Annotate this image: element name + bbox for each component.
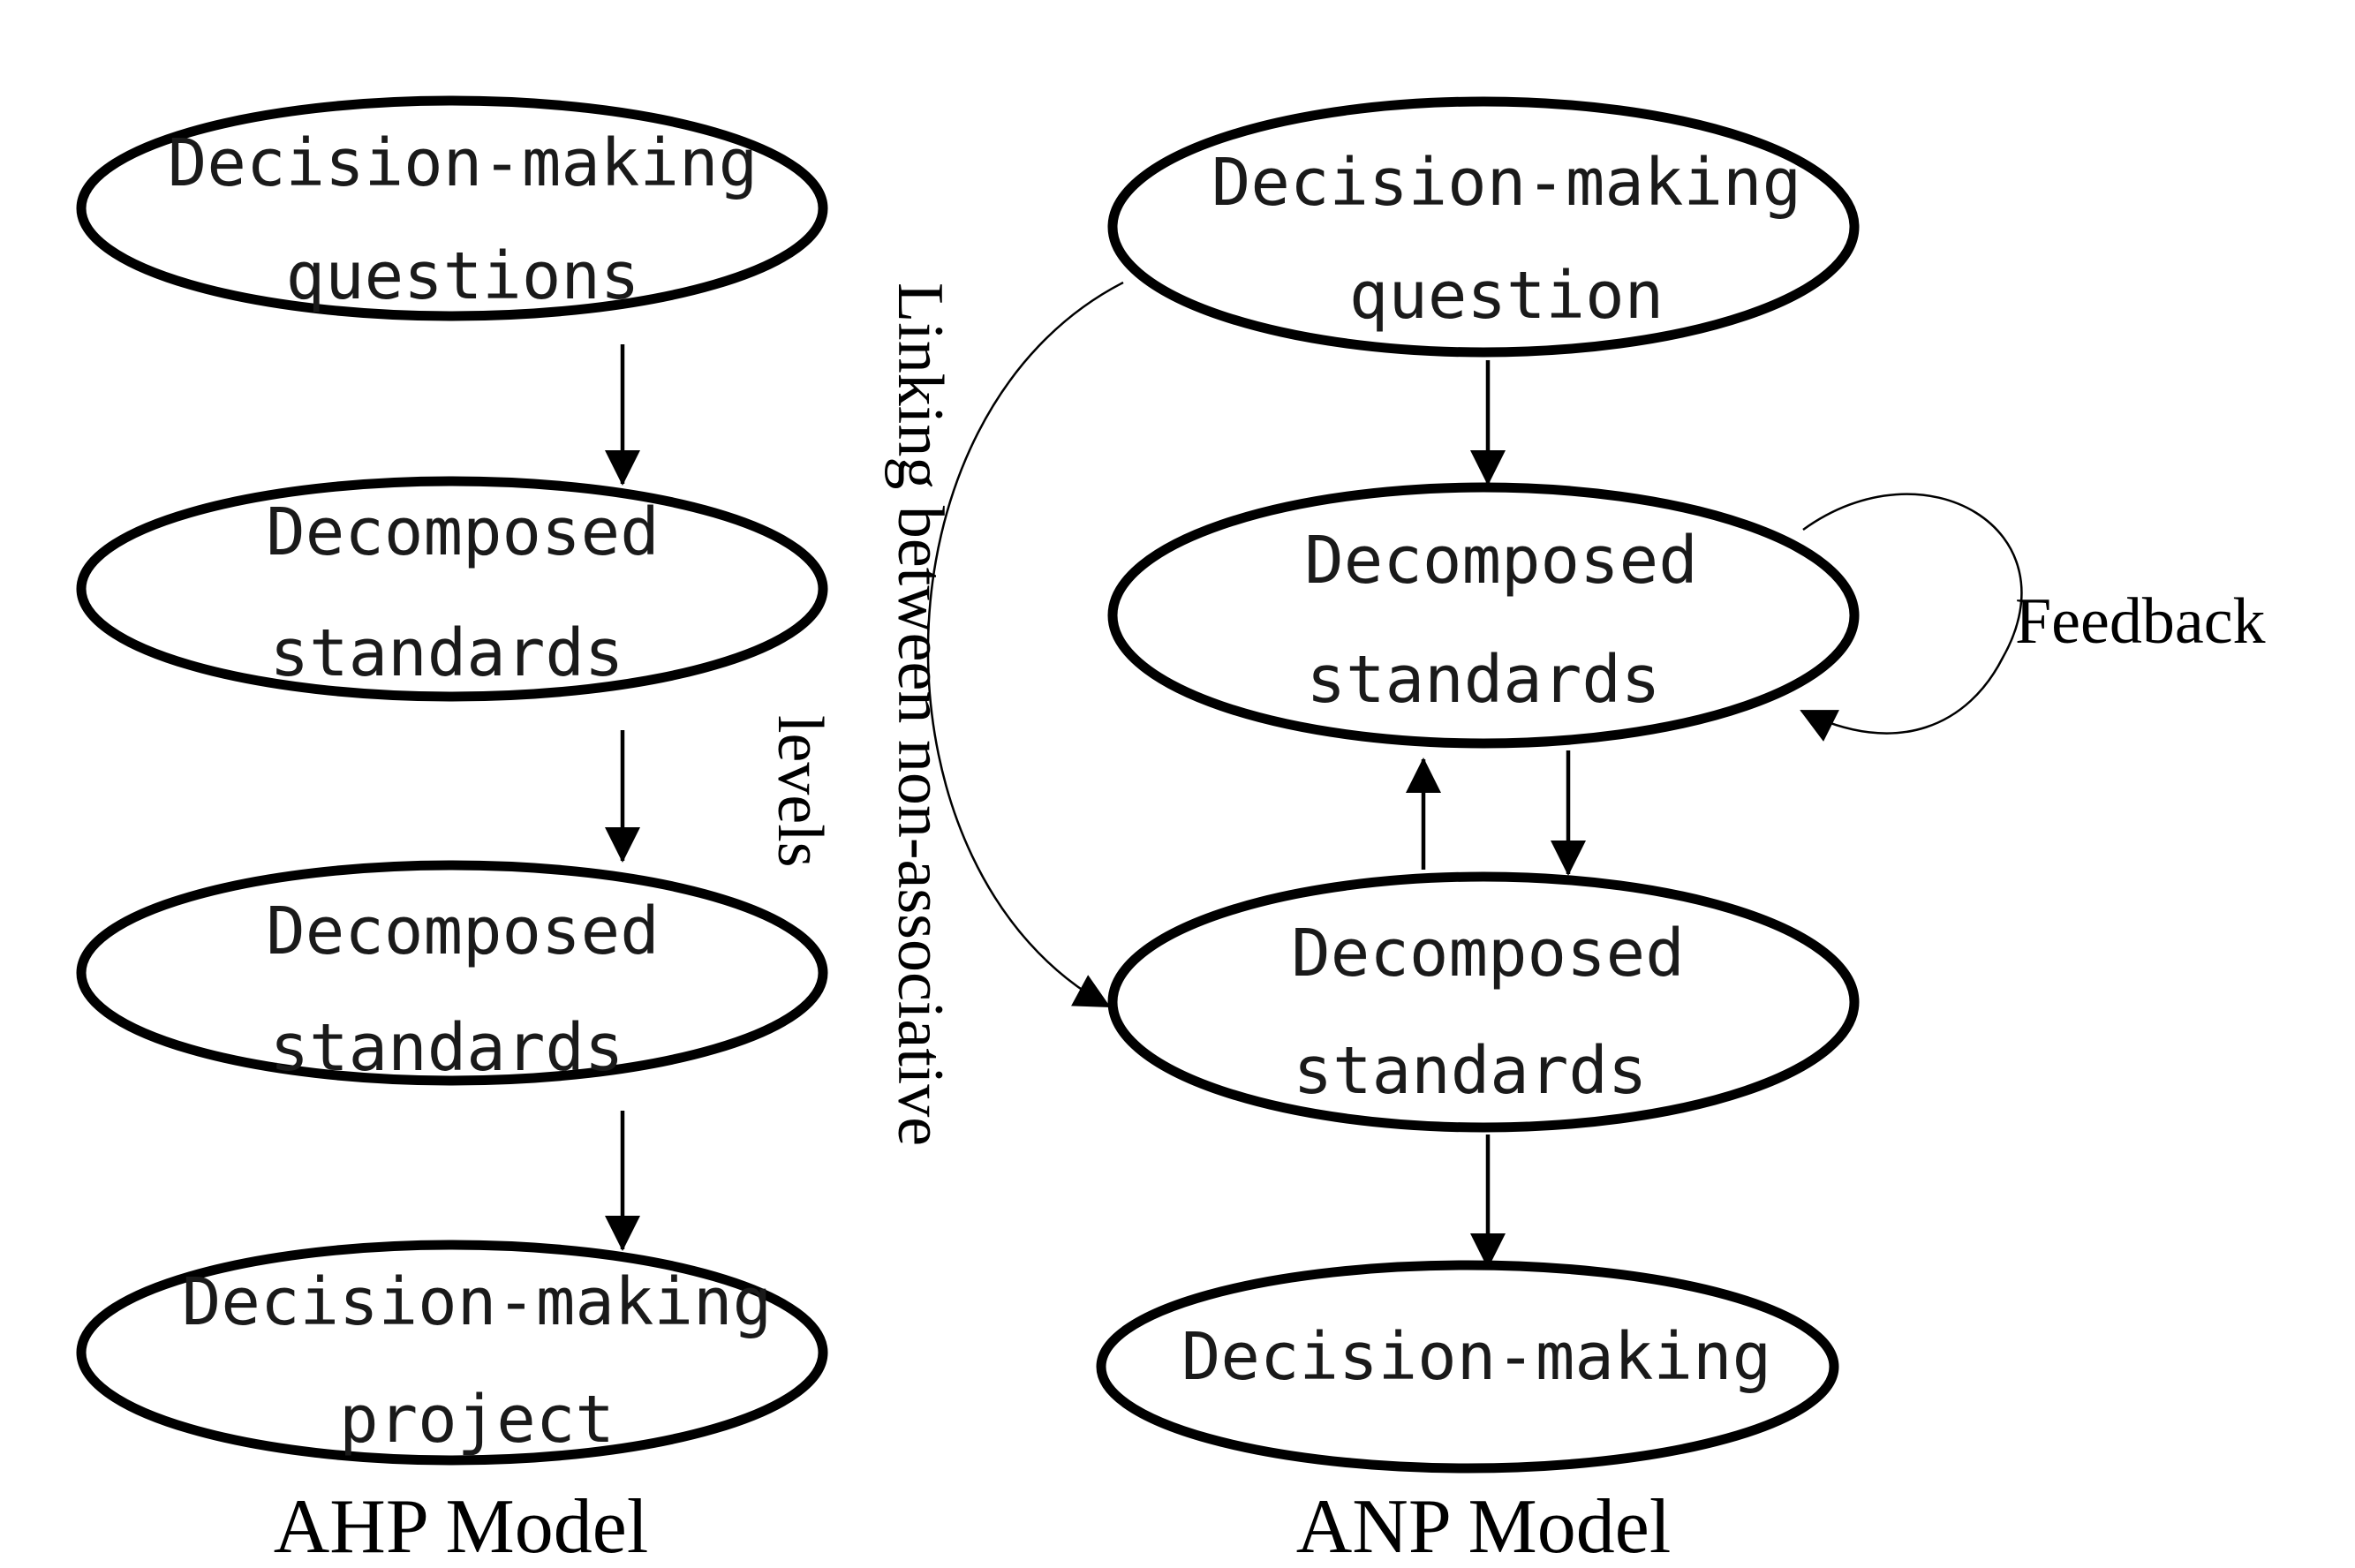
anp-node-1-line1: Decision-making <box>1211 145 1801 221</box>
ahp-node-decision-questions: Decision-making questions <box>76 95 828 321</box>
anp-node-2-ellipse <box>1107 482 1860 749</box>
linking-label-line2: levels <box>764 715 836 868</box>
anp-node-4-ellipse <box>1096 1260 1839 1474</box>
anp-node-2-line1: Decomposed <box>1304 523 1698 599</box>
anp-node-decomposed-standards-1: Decomposed standards <box>1107 482 1860 749</box>
ahp-node-1-line1: Decision-making <box>168 125 758 201</box>
anp-node-3-ellipse <box>1107 871 1860 1133</box>
anp-node-3-line2: standards <box>1294 1033 1648 1109</box>
anp-node-3-line1: Decomposed <box>1291 916 1685 991</box>
anp-node-decision-question: Decision-making question <box>1107 96 1860 358</box>
linking-label: Linking between non-associative levels <box>764 283 956 1146</box>
anp-node-1-line2: question <box>1349 258 1664 334</box>
ahp-node-2-ellipse <box>76 476 828 702</box>
ahp-node-decision-project: Decision-making project <box>76 1240 828 1466</box>
ahp-node-3-ellipse <box>76 860 828 1086</box>
ahp-caption: AHP Model <box>274 1484 649 1568</box>
ahp-node-3-line2: standards <box>270 1010 624 1086</box>
ahp-node-4-line1: Decision-making <box>182 1264 772 1340</box>
anp-linking-arrow <box>926 281 1124 1008</box>
anp-node-4-line1: Decision-making <box>1181 1319 1771 1395</box>
anp-model: Decision-making question Decomposed stan… <box>926 96 2266 1568</box>
anp-caption: ANP Model <box>1296 1484 1672 1568</box>
ahp-node-4-line2: project <box>339 1382 615 1458</box>
ahp-model: Decision-making questions Decomposed sta… <box>76 95 828 1568</box>
ahp-node-1-ellipse <box>76 95 828 321</box>
linking-label-line1: Linking between non-associative <box>884 283 956 1146</box>
ahp-node-3-line1: Decomposed <box>266 893 660 969</box>
ahp-node-decomposed-standards-1: Decomposed standards <box>76 476 828 702</box>
anp-node-decision-making: Decision-making <box>1096 1260 1839 1474</box>
ahp-node-4-ellipse <box>76 1240 828 1466</box>
ahp-node-decomposed-standards-2: Decomposed standards <box>76 860 828 1086</box>
ahp-node-1-line2: questions <box>286 238 640 314</box>
anp-node-decomposed-standards-2: Decomposed standards <box>1107 871 1860 1133</box>
anp-node-2-line2: standards <box>1307 642 1661 718</box>
anp-feedback-label: Feedback <box>2015 585 2266 658</box>
ahp-node-2-line1: Decomposed <box>266 494 660 570</box>
ahp-node-2-line2: standards <box>270 615 624 691</box>
anp-feedback-loop <box>1800 493 2023 742</box>
anp-node-1-ellipse <box>1107 96 1860 358</box>
